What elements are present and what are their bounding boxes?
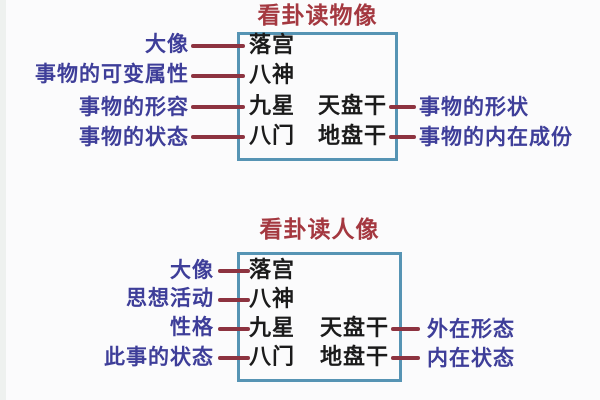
- s2-box-item-bamen: 八门: [249, 345, 296, 370]
- s2-right-label-2: 内在状态: [427, 346, 515, 370]
- s2-box-item-tianpangan: 天盘干: [320, 316, 390, 341]
- s2-left-connector-4: [218, 356, 250, 360]
- s2-left-label-4: 此事的状态: [104, 345, 214, 369]
- s1-box-item-luogong: 落宫: [249, 33, 296, 58]
- s2-right-connector-2: [391, 356, 420, 360]
- s1-left-label-1: 大像: [145, 32, 189, 56]
- s2-box-item-jiuxing: 九星: [249, 316, 296, 341]
- s1-left-label-3: 事物的形容: [79, 95, 189, 119]
- s1-left-label-4: 事物的状态: [79, 125, 189, 149]
- section1-concept-box: [237, 32, 398, 161]
- s1-right-connector-2: [389, 135, 416, 139]
- s2-box-item-dipangan: 地盘干: [320, 345, 390, 370]
- s1-right-connector-1: [389, 105, 416, 109]
- s2-left-connector-1: [218, 269, 250, 273]
- s2-box-item-luogong: 落宫: [249, 258, 296, 283]
- s1-right-label-1: 事物的形状: [419, 95, 529, 119]
- s1-left-connector-1: [191, 44, 245, 48]
- s1-right-label-2: 事物的内在成份: [419, 125, 573, 149]
- section2-concept-box: [237, 252, 402, 382]
- s1-box-item-bamen: 八门: [249, 124, 296, 149]
- s1-box-item-tianpangan: 天盘干: [318, 94, 388, 119]
- s1-box-item-dipangan: 地盘干: [318, 124, 388, 149]
- s1-left-label-2: 事物的可变属性: [35, 62, 189, 86]
- section2-title: 看卦读人像: [259, 217, 380, 243]
- scan-edge-artifact: [0, 0, 6, 400]
- s2-left-label-2: 思想活动: [126, 286, 214, 310]
- s1-left-connector-4: [191, 135, 245, 139]
- s1-box-item-bashen: 八神: [249, 63, 296, 88]
- s2-left-label-1: 大像: [170, 258, 214, 282]
- s2-box-item-bashen: 八神: [249, 287, 296, 312]
- s1-left-connector-2: [191, 74, 245, 78]
- s2-left-label-3: 性格: [170, 315, 214, 339]
- s1-left-connector-3: [191, 105, 245, 109]
- s2-left-connector-3: [218, 327, 250, 331]
- s1-box-item-jiuxing: 九星: [249, 94, 296, 119]
- s2-right-connector-1: [391, 327, 420, 331]
- s2-left-connector-2: [218, 298, 250, 302]
- section1-title: 看卦读物像: [257, 3, 378, 29]
- s2-right-label-1: 外在形态: [427, 317, 515, 341]
